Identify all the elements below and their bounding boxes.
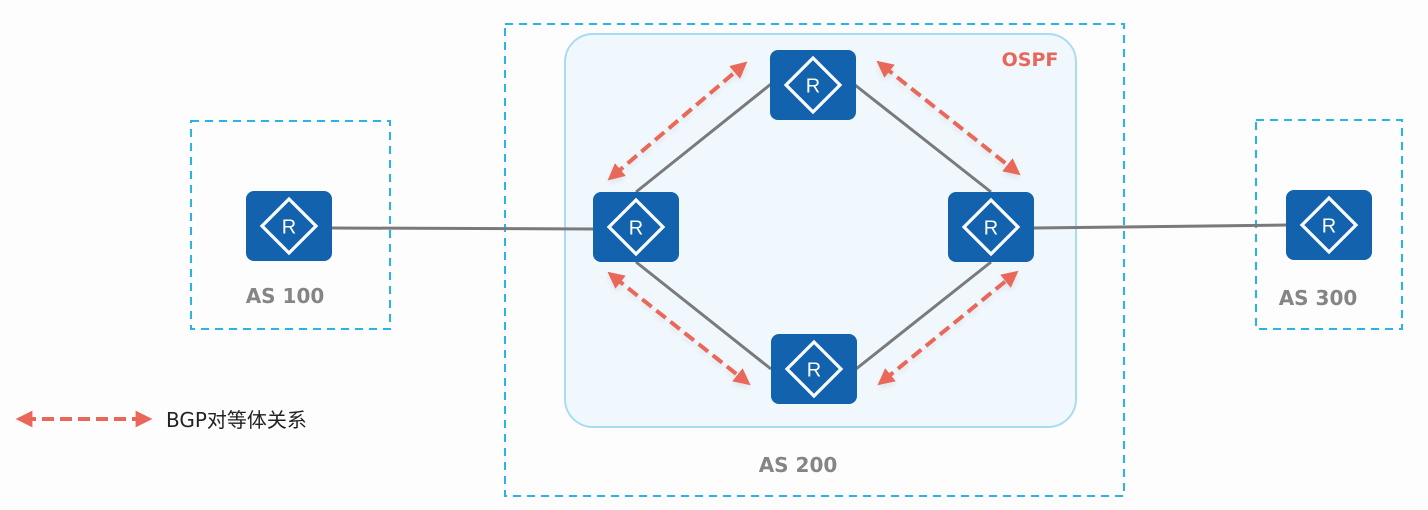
- physical-link-r-as100-r-as200-left: [331, 226, 595, 231]
- diamond-icon: [783, 55, 843, 115]
- as200-boundary: [504, 23, 1125, 497]
- router-r-as200-right[interactable]: R: [948, 192, 1034, 262]
- router-body: [770, 50, 856, 120]
- router-glyph: R: [1322, 216, 1336, 238]
- router-body: [771, 334, 857, 404]
- diamond-icon: [961, 197, 1021, 257]
- router-glyph: R: [807, 360, 821, 382]
- router-glyph: R: [629, 218, 643, 240]
- diamond-icon: [1299, 195, 1359, 255]
- router-r-as100[interactable]: R: [246, 191, 332, 261]
- bgp-peer-arrow-r-as200-left-r-as200-bottom: [607, 271, 751, 386]
- legend-bgp-peer-label: BGP对等体关系: [166, 408, 307, 432]
- router-icon: R: [259, 196, 319, 256]
- router-icon: R: [606, 197, 666, 257]
- router-icon: R: [783, 55, 843, 115]
- router-icon: R: [1299, 195, 1359, 255]
- as300-label: AS 300: [1279, 286, 1358, 310]
- as200-label: AS 200: [759, 453, 838, 477]
- router-icon: R: [961, 197, 1021, 257]
- router-r-as200-bottom[interactable]: R: [771, 334, 857, 404]
- diamond-icon: [784, 339, 844, 399]
- router-glyph: R: [984, 218, 998, 240]
- router-body: [246, 191, 332, 261]
- router-glyph: R: [282, 217, 296, 239]
- router-icon: R: [784, 339, 844, 399]
- as100-boundary: [190, 120, 391, 330]
- diamond-icon: [606, 197, 666, 257]
- router-body: [593, 192, 679, 262]
- router-body: [948, 192, 1034, 262]
- diamond-icon: [259, 196, 319, 256]
- bgp-peer-arrow-r-as200-left-r-as200-top: [607, 61, 748, 181]
- router-body: [1286, 190, 1372, 260]
- ospf-label: OSPF: [1002, 49, 1059, 71]
- router-r-as300[interactable]: R: [1286, 190, 1372, 260]
- router-r-as200-top[interactable]: R: [770, 50, 856, 120]
- physical-link-r-as200-right-r-as300: [1032, 223, 1288, 230]
- bgp-peer-arrow-r-as200-bottom-r-as200-right: [877, 270, 1019, 386]
- router-glyph: R: [806, 76, 820, 98]
- routers: R R R R R R: [246, 50, 1372, 404]
- as100-label: AS 100: [246, 284, 325, 308]
- bgp-peerings: [343, 60, 1269, 386]
- legend: BGP对等体关系: [15, 408, 307, 432]
- bgp-peer-arrow-r-as200-top-r-as200-right: [876, 60, 1021, 176]
- router-r-as200-left[interactable]: R: [593, 192, 679, 262]
